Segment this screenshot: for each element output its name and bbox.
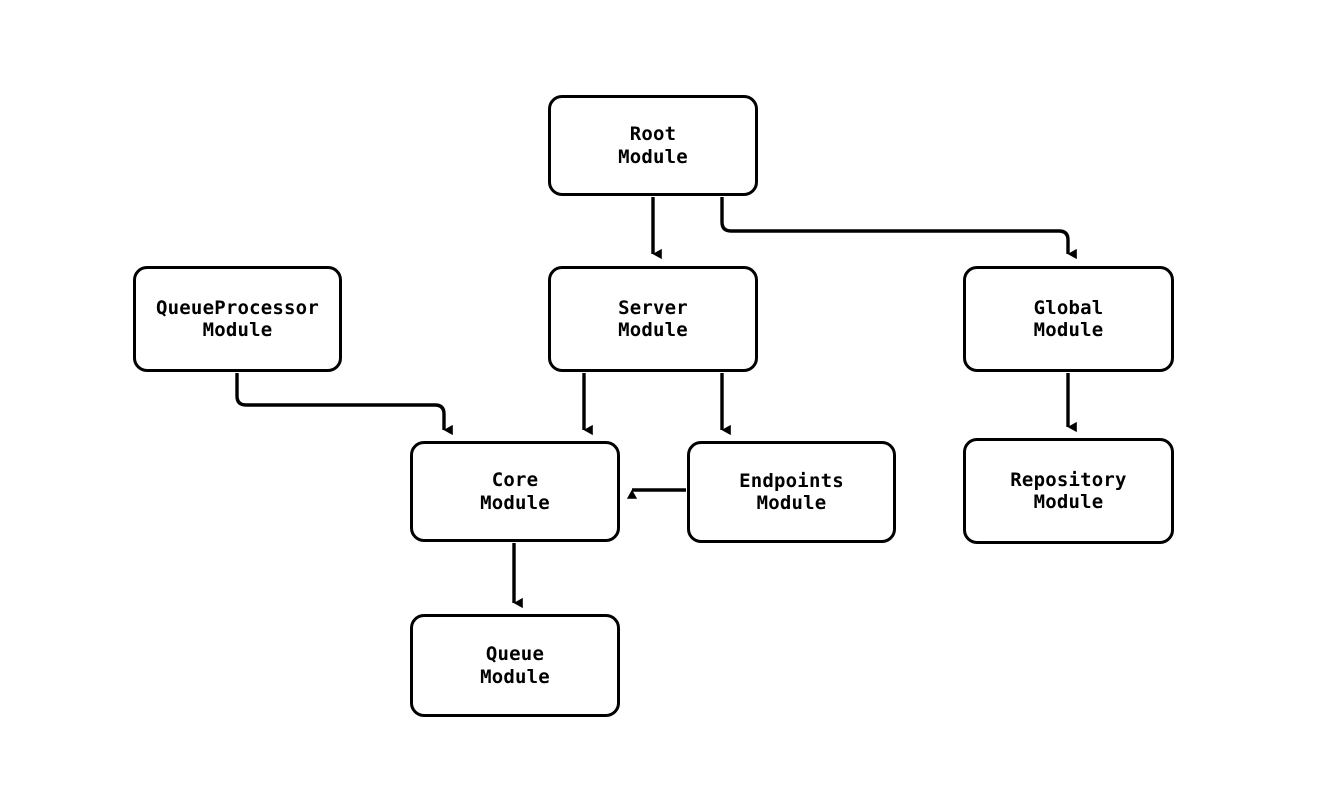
node-repository-title: Repository bbox=[1010, 468, 1127, 491]
node-endpoints-subtitle: Module bbox=[756, 492, 827, 514]
node-global-subtitle: Module bbox=[1033, 319, 1104, 341]
edge-root-to-global bbox=[720, 197, 1077, 260]
node-queueprocessor[interactable]: QueueProcessor Module bbox=[133, 266, 342, 372]
node-queueprocessor-title: QueueProcessor bbox=[156, 296, 319, 319]
node-root-title: Root bbox=[629, 123, 677, 146]
node-endpoints[interactable]: Endpoints Module bbox=[687, 441, 896, 543]
node-core-title: Core bbox=[491, 469, 539, 492]
node-queue[interactable]: Queue Module bbox=[410, 614, 620, 717]
node-global-title: Global bbox=[1033, 296, 1104, 319]
node-queue-title: Queue bbox=[485, 643, 545, 666]
edge-queueprocessor-to-core bbox=[235, 373, 453, 436]
node-repository-subtitle: Module bbox=[1033, 491, 1104, 513]
node-root-subtitle: Module bbox=[618, 145, 688, 168]
node-queue-subtitle: Module bbox=[480, 665, 550, 688]
node-endpoints-title: Endpoints bbox=[739, 469, 844, 492]
node-server-title: Server bbox=[618, 296, 688, 319]
node-global[interactable]: Global Module bbox=[963, 266, 1174, 372]
node-core[interactable]: Core Module bbox=[410, 441, 620, 542]
node-server-subtitle: Module bbox=[618, 319, 688, 341]
node-core-subtitle: Module bbox=[480, 491, 550, 514]
node-queueprocessor-subtitle: Module bbox=[202, 319, 273, 341]
node-repository[interactable]: Repository Module bbox=[963, 438, 1174, 544]
node-root[interactable]: Root Module bbox=[548, 95, 758, 196]
node-server[interactable]: Server Module bbox=[548, 266, 758, 372]
